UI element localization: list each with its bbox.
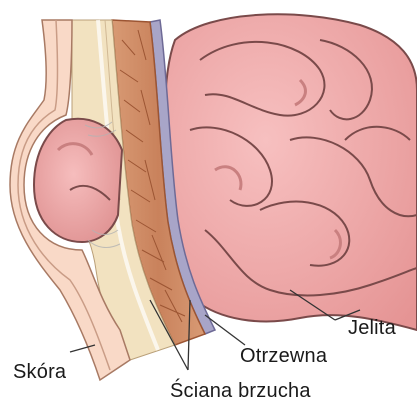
- hernia-bulge: [34, 119, 122, 248]
- intestines: [165, 14, 417, 330]
- label-intestines: Jelita: [348, 317, 396, 340]
- label-abdominal-wall: Ściana brzucha: [170, 380, 311, 403]
- label-skin: Skóra: [13, 361, 66, 384]
- label-peritoneum: Otrzewna: [240, 345, 327, 368]
